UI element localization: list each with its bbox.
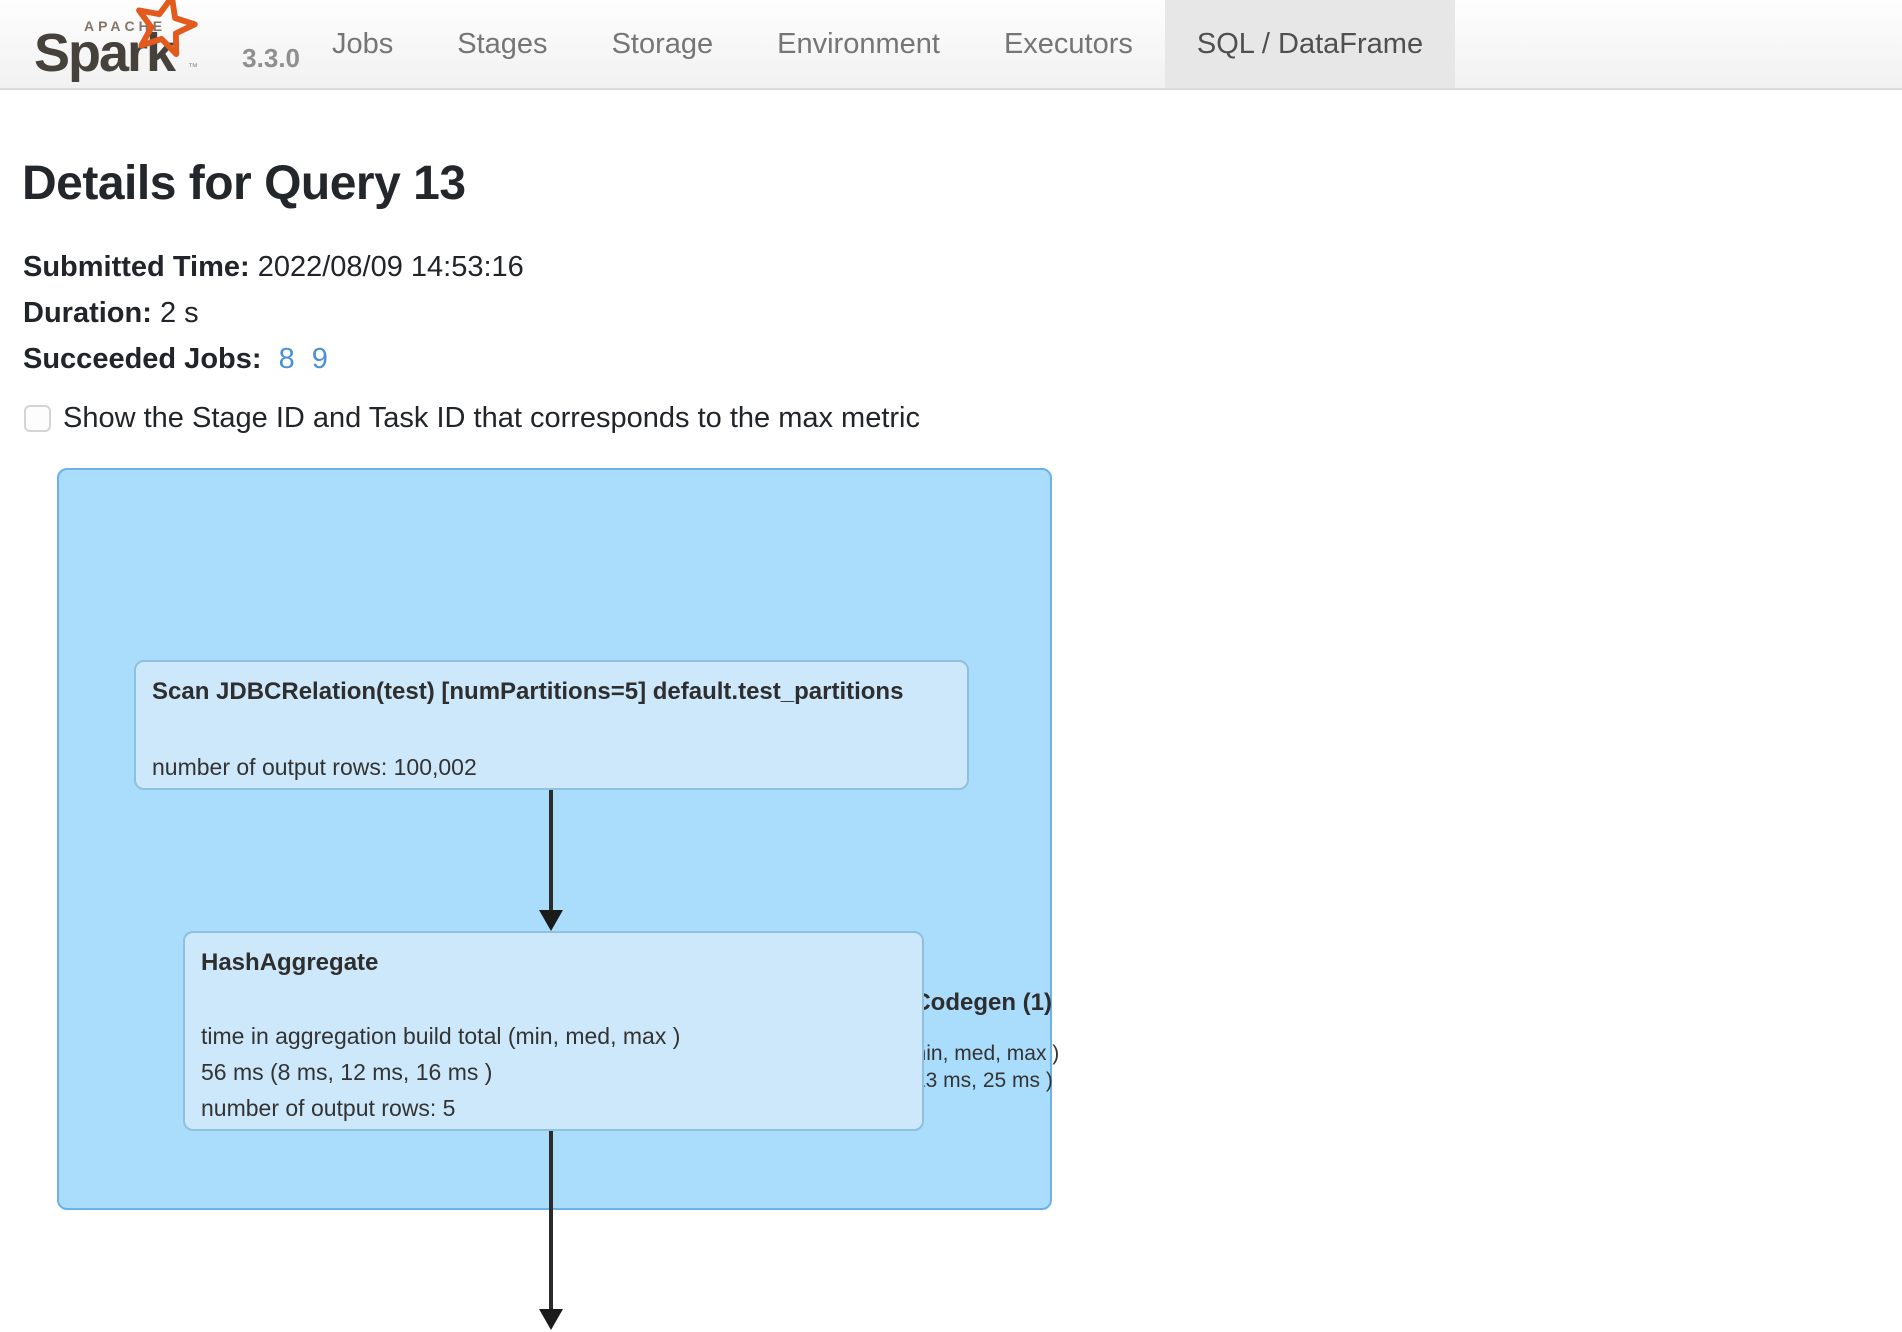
hashaggregate-agg-time-metric: time in aggregation build total (min, me… xyxy=(201,1023,681,1049)
max-metric-checkbox-label: Show the Stage ID and Task ID that corre… xyxy=(63,402,921,434)
submitted-time-label: Submitted Time: xyxy=(23,251,250,283)
hashaggregate-agg-time-value: 56 ms (8 ms, 12 ms, 16 ms ) xyxy=(201,1059,493,1085)
plan-node-scan-jdbcrelation: Scan JDBCRelation(test) [numPartitions=5… xyxy=(134,660,969,790)
submitted-time-row: Submitted Time: 2022/08/09 14:53:16 xyxy=(23,244,524,290)
duration-value: 2 s xyxy=(159,297,199,329)
submitted-time-value: 2022/08/09 14:53:16 xyxy=(257,251,524,283)
page-title: Details for Query 13 xyxy=(22,157,466,210)
edge-hashaggregate-down xyxy=(549,1131,553,1311)
scan-output-rows-metric: number of output rows: 100,002 xyxy=(152,754,477,780)
hashaggregate-node-title: HashAggregate xyxy=(201,949,379,976)
nav-tab-environment[interactable]: Environment xyxy=(777,27,940,60)
arrowhead-icon xyxy=(539,910,563,931)
spark-logo[interactable]: APACHE Spark ™ 3.3.0 xyxy=(0,0,300,88)
logo-trademark: ™ xyxy=(188,62,198,73)
nav-tab-storage[interactable]: Storage xyxy=(611,27,714,60)
max-metric-checkbox[interactable] xyxy=(24,405,51,432)
logo-spark-text: Spark xyxy=(34,23,176,83)
arrowhead-icon xyxy=(539,1309,563,1330)
query-info: Submitted Time: 2022/08/09 14:53:16 Dura… xyxy=(23,244,524,382)
nav-tab-stages[interactable]: Stages xyxy=(457,27,548,60)
nav-tab-executors[interactable]: Executors xyxy=(1003,27,1133,60)
logo-apache-text: APACHE xyxy=(84,18,167,34)
succeeded-jobs-row: Succeeded Jobs: 8 9 xyxy=(23,336,524,382)
hashaggregate-node-metrics: time in aggregation build total (min, me… xyxy=(201,1018,906,1126)
plan-node-hashaggregate: HashAggregate time in aggregation build … xyxy=(183,931,924,1131)
spark-version: 3.3.0 xyxy=(242,42,300,73)
job-link-9[interactable]: 9 xyxy=(311,343,328,375)
duration-row: Duration: 2 s xyxy=(23,290,524,336)
spark-star-icon xyxy=(136,0,198,58)
nav-tab-jobs[interactable]: Jobs xyxy=(332,27,394,60)
nav-tab-sql-dataframe[interactable]: SQL / DataFrame xyxy=(1164,0,1456,88)
scan-node-title: Scan JDBCRelation(test) [numPartitions=5… xyxy=(152,678,904,705)
navbar: APACHE Spark ™ 3.3.0 Jobs Stages Storage… xyxy=(0,0,1902,90)
scan-node-metrics: number of output rows: 100,002 xyxy=(152,749,951,785)
spark-logo-mark: APACHE Spark ™ xyxy=(20,0,200,88)
job-link-8[interactable]: 8 xyxy=(278,343,295,375)
duration-label: Duration: xyxy=(23,297,152,329)
hashaggregate-output-rows-metric: number of output rows: 5 xyxy=(201,1095,456,1121)
max-metric-row: Show the Stage ID and Task ID that corre… xyxy=(24,402,920,435)
edge-scan-to-hashaggregate xyxy=(549,790,553,912)
succeeded-jobs-label: Succeeded Jobs: xyxy=(23,343,262,375)
